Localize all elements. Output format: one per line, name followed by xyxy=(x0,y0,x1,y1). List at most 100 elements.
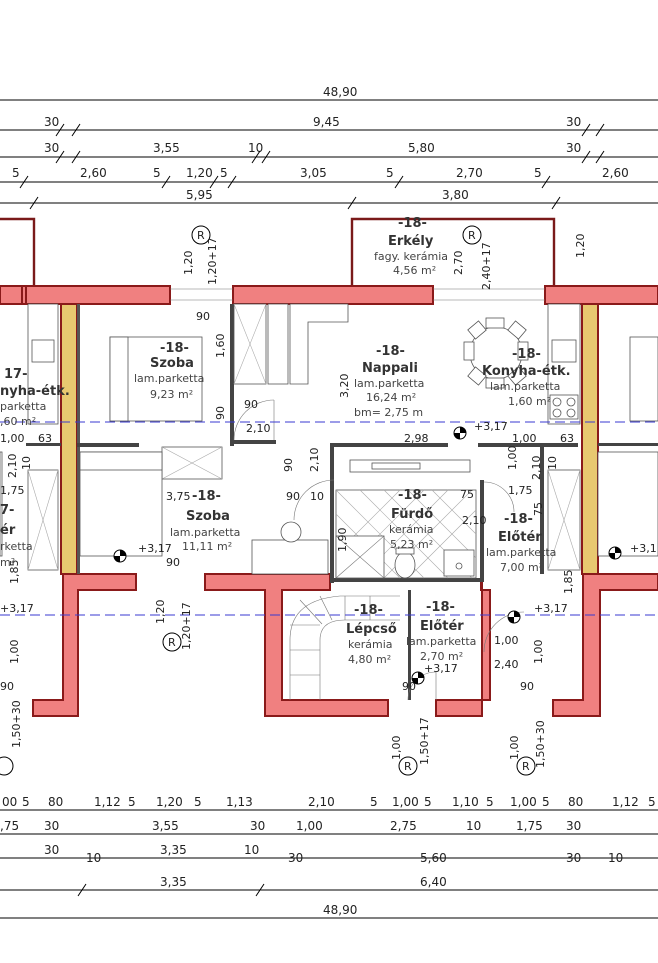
wall-bottom-center xyxy=(204,573,389,717)
window-mark-1: R xyxy=(197,229,205,242)
dim-bot4-640: 6,40 xyxy=(420,875,447,889)
left-fragment-7: rketta xyxy=(0,540,33,553)
room-lepcso-material: kerámia xyxy=(348,638,393,651)
dim-bot-5b: 5 xyxy=(128,795,136,809)
dim-top-355: 3,55 xyxy=(153,141,180,155)
dim-bot-120: 1,20 xyxy=(156,795,183,809)
room-szoba1-name: Szoba xyxy=(150,356,194,371)
sofa-side xyxy=(267,303,289,385)
wall-top-center xyxy=(232,285,434,305)
party-wall-right xyxy=(581,303,599,575)
room-eloter1-area: 7,00 m² xyxy=(500,561,543,574)
window-marks: R R R R R xyxy=(0,225,536,776)
dim-top-30a: 30 xyxy=(44,115,59,129)
dim-175b: 1,75 xyxy=(0,484,25,497)
window-mark-3: R xyxy=(168,636,176,649)
room-szoba2-name: Szoba xyxy=(186,509,230,524)
left-fragment-1: 17- xyxy=(4,367,28,382)
sink-right xyxy=(551,339,577,363)
partitions xyxy=(26,304,658,700)
dim-190: 1,90 xyxy=(336,528,349,553)
dim-210a: 2,10 xyxy=(246,422,271,435)
dim-bot3-10a: 10 xyxy=(86,851,101,865)
dim-bot3-30a: 30 xyxy=(44,843,59,857)
window-mark-2: R xyxy=(468,229,476,242)
dim-100f: 1,00 xyxy=(390,736,403,761)
bed-right-bottom xyxy=(597,451,658,557)
dim-bot2-175: 1,75 xyxy=(516,819,543,833)
dim-150a: 1,50+17 xyxy=(418,717,431,765)
dim-bot2-30a: 30 xyxy=(44,819,59,833)
room-erkely-area: 4,56 m² xyxy=(393,264,436,277)
kitchen-counter-left xyxy=(27,303,59,425)
dim-top-5a: 5 xyxy=(12,166,20,180)
room-nappali-material: lam.parketta xyxy=(354,377,424,390)
dim-175: 1,75 xyxy=(508,484,533,497)
room-eloter1-name: Előtér xyxy=(498,530,542,545)
level-szoba: +3,17 xyxy=(138,542,172,555)
dim-bot-100a: 1,00 xyxy=(392,795,419,809)
dim-top-5d: 5 xyxy=(386,166,394,180)
dim-bot2-275: 2,75 xyxy=(390,819,417,833)
sofa xyxy=(289,303,349,385)
dim-top-120: 1,20 xyxy=(186,166,213,180)
dim-240: 2,40 xyxy=(494,658,519,671)
dim-bot3-10c: 10 xyxy=(608,851,623,865)
dim-63a: 63 xyxy=(38,432,52,445)
room-szoba2-area: 11,11 m² xyxy=(182,540,232,553)
dim-10b: 10 xyxy=(310,490,324,503)
dim-bot-113: 1,13 xyxy=(226,795,253,809)
dim-bot2-30c: 30 xyxy=(566,819,581,833)
room-konyha-material: lam.parketta xyxy=(490,380,560,393)
room-furdo-material: kerámia xyxy=(389,523,434,536)
dim-bot-5h: 5 xyxy=(648,795,656,809)
room-szoba1-area: 9,23 m² xyxy=(150,388,193,401)
dim-90g: 90 xyxy=(0,680,14,693)
left-fragment-8: m² xyxy=(0,556,15,569)
room-furdo-number: -18- xyxy=(398,488,427,503)
room-furdo-name: Fürdő xyxy=(391,507,433,522)
dim-100a: 1,00 xyxy=(512,432,537,445)
dim-bot-total: 48,90 xyxy=(323,903,357,917)
room-konyha-area: 1,60 m² xyxy=(508,395,551,408)
bottom-dimension-chains: 00 5 80 1,12 5 1,20 5 1,13 2,10 5 1,00 5… xyxy=(0,795,658,919)
room-erkely-number: -18- xyxy=(398,216,427,231)
room-szoba2-number: -18- xyxy=(192,489,221,504)
room-nappali-number: -18- xyxy=(376,344,405,359)
dim-win-center-a: 2,70 xyxy=(452,251,465,276)
dim-210e: 2,10 xyxy=(530,456,543,481)
dim-185b: 1,85 xyxy=(562,570,575,595)
dim-top-30c: 30 xyxy=(44,141,59,155)
fixtures xyxy=(0,303,658,700)
dim-100e: 1,00 xyxy=(494,634,519,647)
dim-10a: 10 xyxy=(20,456,33,470)
dim-bot3-560: 5,60 xyxy=(420,851,447,865)
dim-90a: 90 xyxy=(196,310,210,323)
dim-top-30d: 30 xyxy=(566,141,581,155)
dim-top-305: 3,05 xyxy=(300,166,327,180)
dim-bot-100b: 1,00 xyxy=(510,795,537,809)
room-lepcso-name: Lépcső xyxy=(346,622,397,637)
room-erkely-material: fagy. kerámia xyxy=(374,250,448,263)
dim-win-left-a: 1,20 xyxy=(182,251,195,276)
dim-bot2-10: 10 xyxy=(466,819,481,833)
room-nappali-height: bm= 2,75 m xyxy=(354,406,423,419)
dim-120b: 1,20 xyxy=(154,600,167,625)
dim-100i: 1,00 xyxy=(532,640,545,665)
dim-320: 3,20 xyxy=(338,374,351,399)
left-fragment-5: 7- xyxy=(0,503,14,518)
dim-150d: 1,50+30 xyxy=(534,720,547,768)
desk xyxy=(251,539,329,575)
room-eloter2-name: Előtér xyxy=(420,619,464,634)
dim-bot-5g: 5 xyxy=(542,795,550,809)
dim-bot2-30b: 30 xyxy=(250,819,265,833)
room-nappali-name: Nappali xyxy=(362,361,418,376)
pillow-bottom xyxy=(79,451,163,471)
dim-90c: 90 xyxy=(214,406,227,420)
room-nappali-area: 16,24 m² xyxy=(366,391,416,404)
dim-160: 1,60 xyxy=(214,334,227,359)
dim-top-380: 3,80 xyxy=(442,188,469,202)
toilet xyxy=(394,551,416,579)
dim-75a: 75 xyxy=(460,488,474,501)
dim-bot3-30b: 30 xyxy=(288,851,303,865)
